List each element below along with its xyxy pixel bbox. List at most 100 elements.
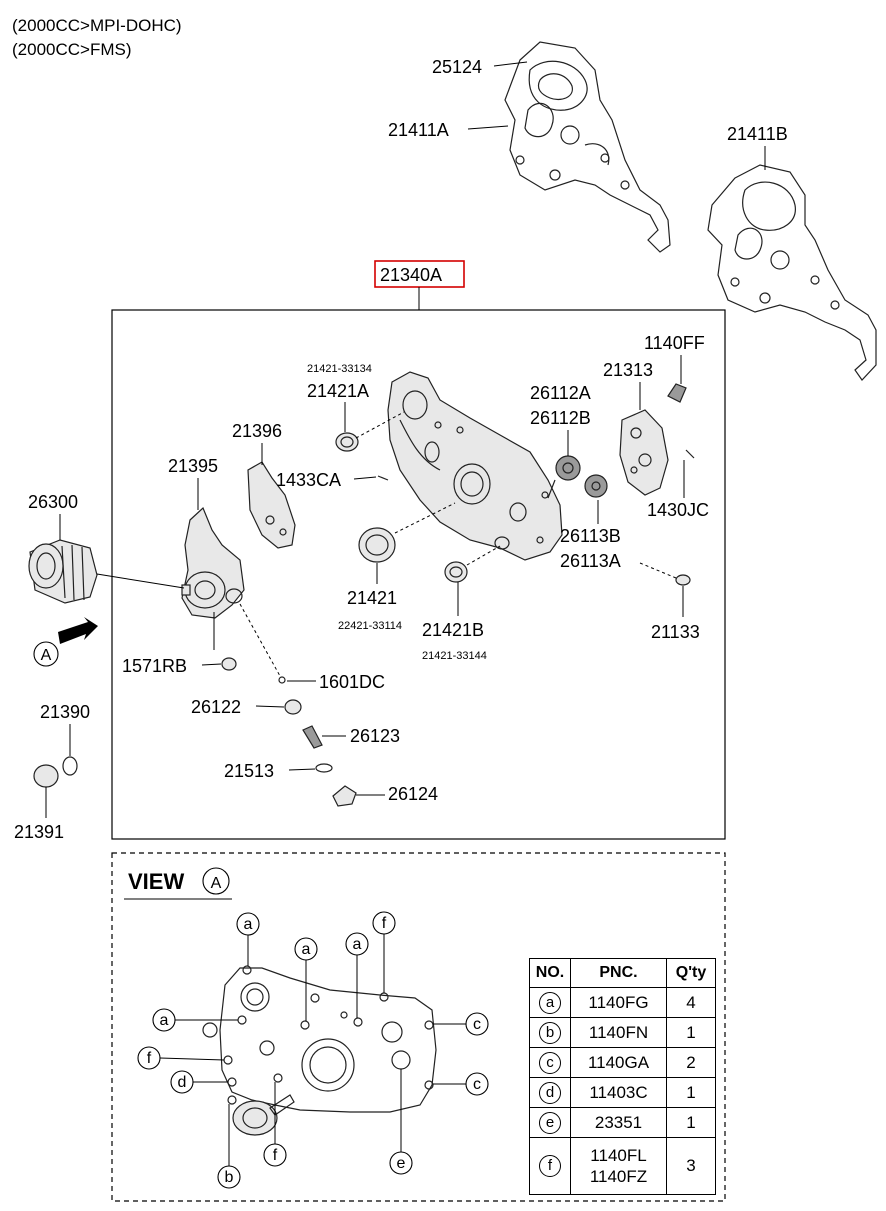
label-21391: 21391: [14, 822, 64, 842]
label-21340a[interactable]: 21340A: [380, 265, 442, 285]
callout-f-2: [137, 1046, 161, 1070]
oil-filter-26300-drawing: [28, 539, 98, 604]
bolt-1140ff-drawing: [667, 383, 687, 403]
plug-1571rb-drawing: [221, 657, 237, 671]
row-pnc: 11403C: [570, 1077, 667, 1108]
label-1430jc: 1430JC: [647, 500, 709, 520]
svg-text:a: a: [353, 936, 362, 953]
label-21395: 21395: [168, 456, 218, 476]
svg-text:f: f: [147, 1050, 152, 1067]
svg-text:d: d: [178, 1074, 187, 1091]
view-a-case-drawing: [202, 965, 437, 1136]
label-21421a: 21421A: [307, 381, 369, 401]
gasket-21411a-drawing: [504, 41, 671, 253]
table-header-row: NO. PNC. Q'ty: [529, 958, 716, 988]
row-marker: c: [539, 1051, 561, 1074]
row-pnc-line-2: 1140FZ: [589, 1167, 648, 1186]
svg-text:a: a: [160, 1012, 169, 1029]
label-21421: 21421: [347, 588, 397, 608]
svg-text:a: a: [302, 941, 311, 958]
svg-text:a: a: [244, 916, 253, 933]
col-header-pnc: PNC.: [570, 958, 667, 988]
svg-text:e: e: [397, 1155, 406, 1172]
label-1433ca: 1433CA: [276, 470, 341, 490]
seal-21421-drawing: [358, 527, 396, 563]
callout-f-3: [263, 1143, 287, 1167]
view-a-marker: [33, 641, 59, 667]
view-title-marker: [202, 867, 230, 895]
label-26112a: 26112A: [530, 383, 591, 403]
row-qty: 1: [666, 1017, 716, 1048]
label-26113b: 26113B: [560, 526, 621, 546]
label-21421-33144: 21421-33144: [422, 650, 487, 662]
view-a-box: [111, 852, 726, 1202]
row-pnc: 1140FN: [570, 1017, 667, 1048]
table-row: b 1140FN 1: [529, 1017, 716, 1048]
label-21421b: 21421B: [422, 620, 484, 640]
row-pnc: 1140GA: [570, 1047, 667, 1078]
label-1140ff: 1140FF: [644, 333, 705, 353]
front-case-drawing: [387, 371, 563, 561]
table-row: d 11403C 1: [529, 1077, 716, 1108]
row-marker: e: [539, 1111, 561, 1134]
row-qty: 1: [666, 1107, 716, 1138]
view-a-marker-letter: A: [41, 647, 52, 664]
row-marker: d: [539, 1081, 561, 1104]
callout-a-2: [294, 937, 318, 961]
row-pnc: 1140FG: [570, 987, 667, 1018]
pump-gears-drawing: [547, 455, 608, 499]
oil-pump-21395-drawing: [181, 506, 245, 619]
gasket-21411b-drawing: [707, 164, 877, 381]
label-21513: 21513: [224, 761, 274, 781]
svg-text:f: f: [273, 1147, 278, 1164]
plunger-26124-drawing: [332, 785, 357, 807]
row-qty: 1: [666, 1077, 716, 1108]
label-26300: 26300: [28, 492, 78, 512]
header-line-1: (2000CC>MPI-DOHC): [12, 16, 182, 35]
label-21411a: 21411A: [388, 120, 449, 140]
callout-a-1: [236, 912, 260, 936]
label-21421-33134: 21421-33134: [307, 363, 372, 375]
seal-21421a-drawing: [335, 432, 359, 452]
label-26122: 26122: [191, 697, 241, 717]
callout-c-1: [465, 1012, 489, 1036]
label-22421-33114: 22421-33114: [338, 620, 402, 632]
row-pnc-line-1: 1140FL: [590, 1146, 647, 1165]
callout-f-1: [372, 911, 396, 935]
row-pnc: 23351: [570, 1107, 667, 1138]
callout-d-1: [170, 1070, 194, 1094]
plug-21133-drawing: [675, 574, 691, 586]
callout-b-1: [217, 1165, 241, 1189]
label-26123: 26123: [350, 726, 400, 746]
svg-text:f: f: [382, 915, 387, 932]
label-26124: 26124: [388, 784, 438, 804]
fastener-table: NO. PNC. Q'ty a 1140FG 4 b 1140FN 1 c 11…: [529, 958, 716, 1195]
label-26113a: 26113A: [560, 551, 621, 571]
callout-c-2: [465, 1072, 489, 1096]
svg-text:c: c: [473, 1016, 481, 1033]
bracket-21396-drawing: [247, 461, 296, 549]
callout-e-1: [389, 1151, 413, 1175]
assembly-label-box[interactable]: [374, 260, 465, 288]
label-26112b: 26112B: [530, 408, 591, 428]
cap-21391-drawing: [33, 764, 59, 788]
label-25124: 25124: [432, 57, 482, 77]
table-row: c 1140GA 2: [529, 1047, 716, 1078]
label-1571rb: 1571RB: [122, 656, 187, 676]
plug-26122-drawing: [284, 699, 302, 715]
view-title: VIEW: [128, 869, 184, 894]
label-21396: 21396: [232, 421, 282, 441]
label-1601dc: 1601DC: [319, 672, 385, 692]
svg-text:c: c: [473, 1076, 481, 1093]
row-marker: b: [539, 1021, 561, 1044]
row-pnc: 1140FL 1140FZ: [570, 1137, 667, 1195]
row-qty: 4: [666, 987, 716, 1018]
pin-1430jc-drawing: [685, 449, 695, 459]
row-marker: f: [539, 1155, 561, 1177]
ring-21513-drawing: [315, 763, 333, 773]
row-marker: a: [539, 991, 561, 1014]
table-row: e 23351 1: [529, 1107, 716, 1138]
col-header-no: NO.: [529, 958, 571, 988]
svg-text:b: b: [225, 1169, 234, 1186]
